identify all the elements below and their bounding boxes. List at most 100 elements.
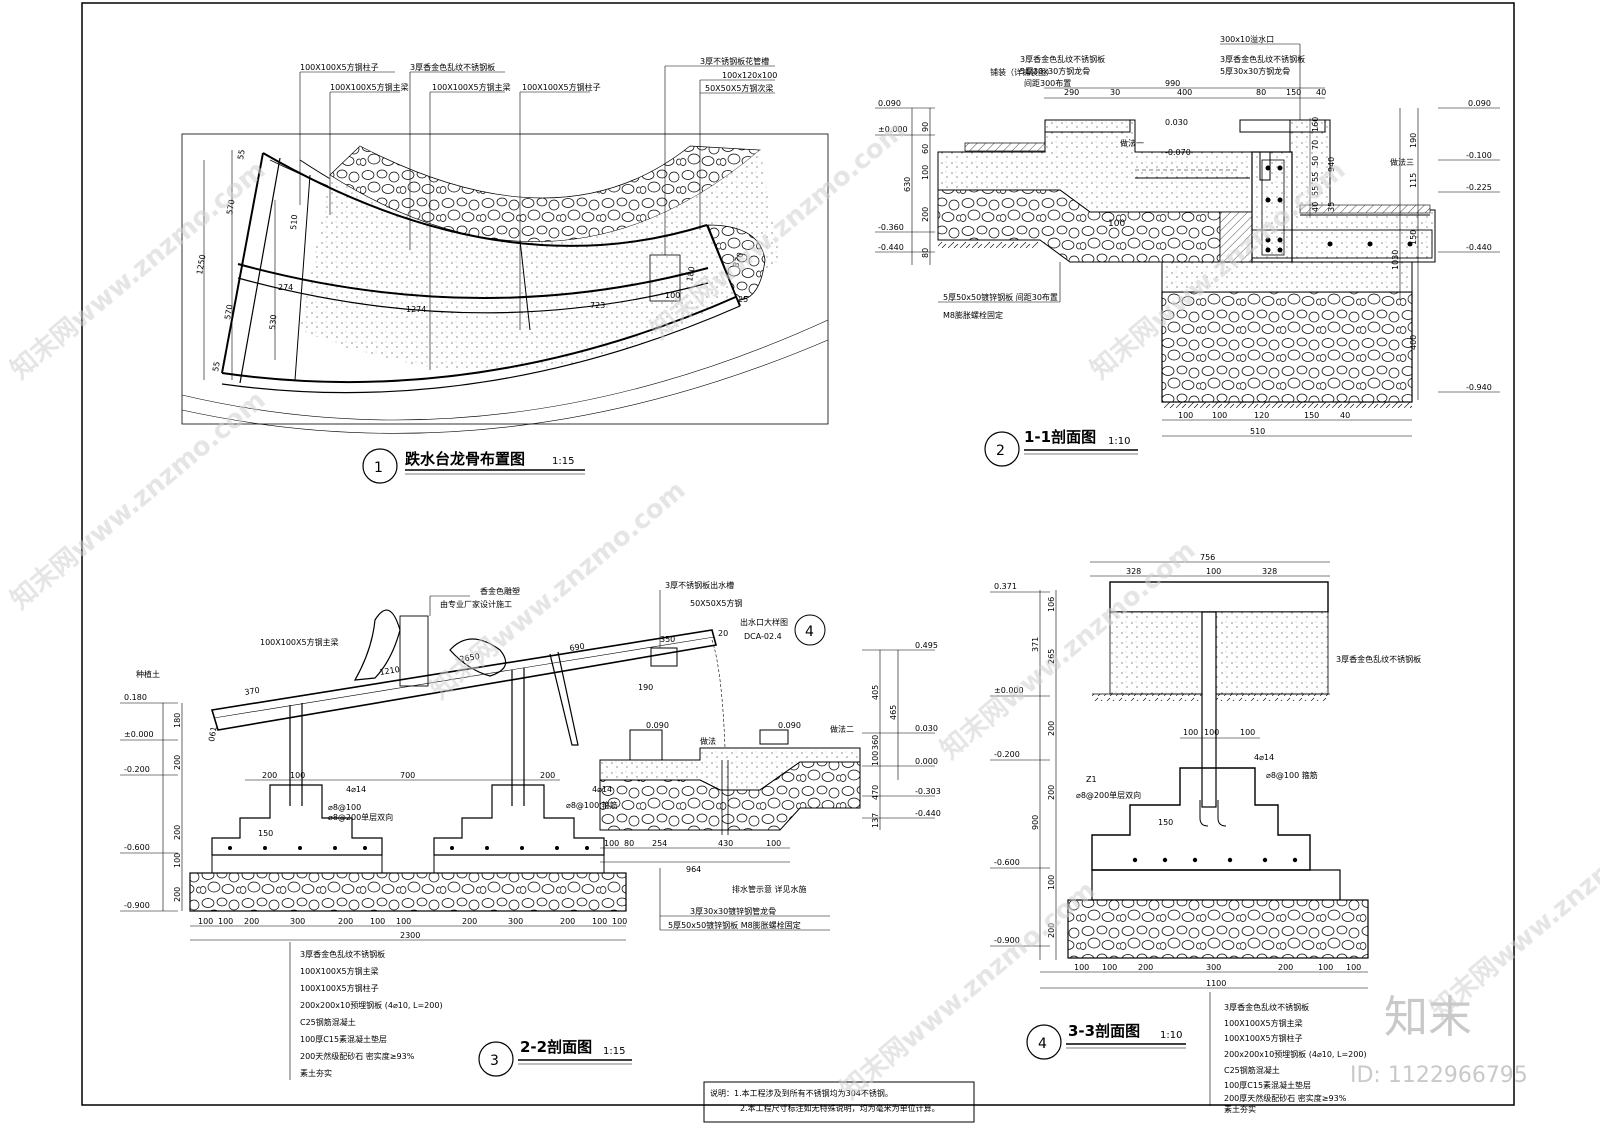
d1-label-6: 100x120x100: [722, 71, 777, 80]
d3-ldim-0: 180: [173, 713, 182, 728]
d2-top-30: 30: [1110, 88, 1120, 97]
d3-title: 2-2剖面图: [520, 1038, 592, 1056]
d2-mdim-0: 160: [1311, 117, 1320, 132]
d3-mb-4: 100: [766, 839, 781, 848]
note-line-2: 2.本工程尺寸标注如无特殊说明，均为毫米为单位计算。: [740, 1103, 940, 1113]
d1-title: 跌水台龙骨布置图: [405, 450, 525, 468]
d3-rdim-3: 100: [871, 751, 880, 766]
d3-mb-0: 100: [604, 839, 619, 848]
d3-mat-1: 100X100X5方钢主梁: [300, 966, 379, 976]
d3-tdim-3: 200: [540, 771, 555, 780]
d3-note-0: 做法: [700, 736, 716, 746]
d4-bot-3: 300: [1206, 963, 1221, 972]
d3-bot-0: 100: [198, 917, 213, 926]
d3-bot-3: 300: [290, 917, 305, 926]
d1-dim-180: 180: [685, 266, 697, 283]
d2-level-r3: -0.440: [1466, 243, 1492, 252]
d1-label-0: 100X100X5方钢柱子: [300, 62, 379, 72]
d2-callout-right-2: 5厚30x30方钢龙骨: [1220, 66, 1290, 76]
d2-level-l1: ±0.000: [878, 125, 908, 134]
d2-top-400: 400: [1177, 88, 1192, 97]
d2-rdim-400: 400: [1409, 335, 1418, 350]
d1-label-3: 100X100X5方钢主梁: [432, 82, 511, 92]
d3-mb-2: 254: [652, 839, 667, 848]
d4-bot-4: 200: [1278, 963, 1293, 972]
d1-dim-510: 510: [289, 214, 299, 230]
d3-bot-4: 200: [338, 917, 353, 926]
d4-mat-6: 200厚天然级配砂石 密实度≥93%: [1224, 1093, 1347, 1103]
d1-dim-530: 530: [268, 314, 278, 330]
d3-bcall-1: 5厚50x50镀锌钢板 M8膨胀螺栓固定: [668, 920, 801, 930]
d2-mdim-6: 40: [1311, 202, 1320, 212]
d3-num-circle: [478, 1041, 514, 1077]
d4-mat-2: 100X100X5方钢柱子: [1224, 1033, 1303, 1043]
drawing-1-plan: 100X100X5方钢柱子 100X100X5方钢主梁 3厚香金色乱纹不锈钢板 …: [181, 56, 829, 484]
d2-mdim-5: 940: [1327, 157, 1336, 172]
d2-ldim-80: 80: [921, 248, 930, 258]
d2-level-r1: -0.100: [1466, 151, 1492, 160]
d3-mat-2: 100X100X5方钢柱子: [300, 983, 379, 993]
d3-ldim-3: 100: [173, 853, 182, 868]
d3-bot-8: 300: [508, 917, 523, 926]
d4-bot-6: 100: [1346, 963, 1361, 972]
d3-detail-num: 4: [805, 624, 814, 640]
d4-mat-4: C25钢筋混凝土: [1224, 1065, 1280, 1075]
watermark-id: ID: 1122966795: [1350, 1063, 1528, 1088]
d4-inner-1: 100: [1204, 728, 1219, 737]
d2-ldim-90: 90: [921, 122, 930, 132]
d3-scale: 1:15: [603, 1046, 625, 1057]
d3-level-0: 0.180: [124, 693, 147, 702]
d1-scale: 1:15: [552, 456, 574, 467]
d3-callout-0: 香金色雕塑: [480, 586, 520, 596]
d3-bdim-7: 061: [207, 726, 219, 743]
d4-rebar-0: 4⌀14: [1254, 753, 1274, 762]
d2-note-0: 做法一: [1120, 138, 1144, 148]
d2-level-r4: -0.940: [1466, 383, 1492, 392]
d1-dim-1250: 1250: [195, 254, 207, 276]
d3-rebar-2: ⌀8@200单层双向: [328, 812, 393, 822]
d3-bot-10: 100: [592, 917, 607, 926]
d2-level-l0: 0.090: [878, 99, 901, 108]
d4-mat-1: 100X100X5方钢主梁: [1224, 1018, 1303, 1028]
d2-callout-top-1: 5厚30x30方钢龙骨: [1020, 66, 1090, 76]
watermark-2: 知末网www.znzmo.com: [5, 385, 271, 615]
d2-ldim-630: 630: [903, 177, 912, 192]
d4-scale: 1:10: [1160, 1030, 1182, 1041]
d2-mdim-3: 55: [1311, 172, 1320, 182]
d2-bdim-total: 510: [1250, 427, 1265, 436]
d3-rebar-0: 4⌀14: [346, 785, 366, 794]
d3-tdim-1: 100: [290, 771, 305, 780]
d2-note-100: 100: [1108, 219, 1125, 229]
d3-rlevel-0: 0.495: [915, 641, 938, 650]
d3-level-1: ±0.000: [124, 730, 154, 739]
notes-box: 说明：1.本工程涉及到所有不锈钢均为304不锈钢。 2.本工程尺寸标注如无特殊说…: [703, 1081, 975, 1123]
d3-rebar-5: ⌀8@100 箍筋: [566, 800, 618, 810]
d3-tdim-0: 200: [262, 771, 277, 780]
d2-level-l2: -0.360: [878, 223, 904, 232]
d4-level-3: -0.600: [994, 858, 1020, 867]
d2-num: 2: [996, 443, 1005, 459]
d4-rebar-3: ⌀8@200单层双向: [1076, 790, 1141, 800]
d2-inner-level-0: 0.030: [1165, 118, 1188, 127]
watermark-logo: 知末: [1384, 992, 1472, 1043]
d1-dim-570a: 570: [225, 199, 237, 216]
d2-callout-top-0: 3厚香金色乱纹不锈钢板: [1020, 54, 1105, 64]
d2-ldim-60: 60: [921, 144, 930, 154]
d3-bot-5: 100: [370, 917, 385, 926]
d4-bot-1: 100: [1102, 963, 1117, 972]
d1-num-circle: [362, 448, 398, 484]
d4-level-4: -0.900: [994, 936, 1020, 945]
d3-bot-2: 200: [244, 917, 259, 926]
d3-callout-5: 出水口大样图: [740, 617, 788, 627]
d3-drain: 排水管示意 详见水施: [732, 884, 807, 894]
d2-mdim-2: 50: [1311, 156, 1320, 166]
d3-tdim-2: 700: [400, 771, 415, 780]
d4-rebar-1: ⌀8@100 箍筋: [1266, 770, 1318, 780]
d2-rdim-190: 190: [1409, 133, 1418, 148]
d3-mb-1: 80: [624, 839, 634, 848]
d3-rebar-4: 4⌀14: [592, 785, 612, 794]
d4-ldim-3: 200: [1047, 721, 1056, 736]
d4-level-2: -0.200: [994, 750, 1020, 759]
d3-mat-3: 200x200x10预埋钢板 (4⌀10, L=200): [300, 1000, 443, 1010]
